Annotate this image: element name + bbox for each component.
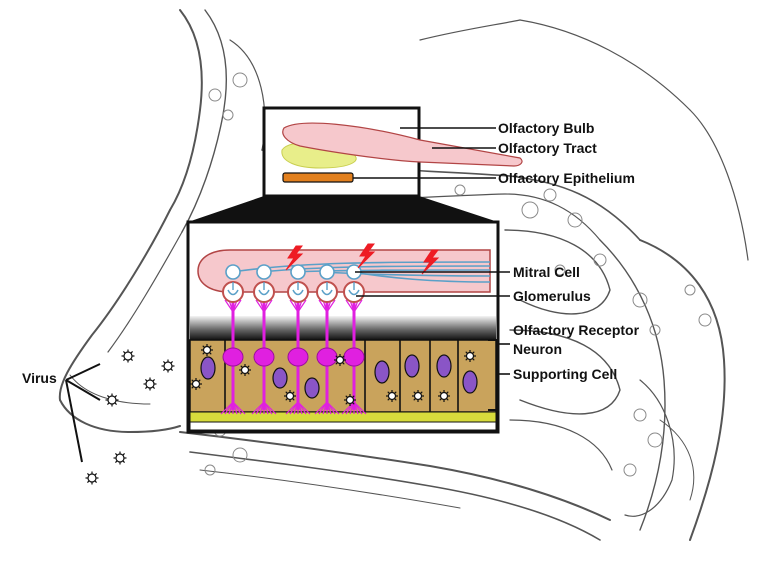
olfactory-receptor-neurons: [220, 299, 367, 415]
mitral-cell: [253, 264, 275, 303]
virus-particle-icon: [438, 390, 450, 402]
virus-particle-icon: [113, 451, 127, 465]
epithelium-virus-particles: [190, 344, 476, 406]
supporting-cell-walls: [224, 340, 459, 412]
label-olfactory-epithelium: Olfactory Epithelium: [498, 170, 635, 186]
virus-particle-icon: [344, 394, 356, 406]
label-receptor-neuron-line2: Neuron: [513, 341, 562, 357]
virus-particle-icon: [239, 364, 251, 376]
mitral-cell: [222, 264, 244, 303]
receptor-neuron: [251, 299, 277, 415]
inset-top: [262, 106, 523, 198]
virus-particle-icon: [190, 378, 202, 390]
virus-particle-icon: [121, 349, 135, 363]
label-glomerulus: Glomerulus: [513, 288, 591, 304]
lightning-bolt-icon: [357, 243, 376, 269]
mitral-cell: [287, 264, 309, 303]
bracket-epithelium: [488, 339, 499, 411]
mitral-cell: [316, 264, 338, 303]
lightning-bolt-icon: [421, 249, 440, 275]
cribriform-plate: [190, 316, 496, 340]
label-virus: Virus: [22, 370, 57, 386]
virus-particle-icon: [412, 390, 424, 402]
virus-particle-icon: [105, 393, 119, 407]
inset-connector: [188, 196, 498, 222]
label-mitral-cell: Mitral Cell: [513, 264, 580, 280]
virus-particle-icon: [464, 350, 476, 362]
virus-particle-icon: [85, 471, 99, 485]
virus-particle-icon: [161, 359, 175, 373]
mitral-cell: [343, 264, 365, 303]
mitral-glomeruli: [222, 264, 365, 303]
receptor-neuron: [220, 299, 246, 415]
virus-particle-icon: [334, 354, 346, 366]
leader-lines: [353, 127, 510, 375]
receptor-neuron: [314, 299, 340, 415]
signal-bolts: [285, 243, 440, 275]
supporting-cell-nuclei: [200, 354, 478, 399]
label-receptor-neuron-line1: Olfactory Receptor: [513, 322, 640, 338]
label-olfactory-bulb: Olfactory Bulb: [498, 120, 595, 136]
virus-pointer-lines: [65, 363, 101, 463]
virus-particle-icon: [201, 344, 213, 356]
virus-particle-icon: [386, 390, 398, 402]
inset-bottom: [186, 220, 500, 434]
virus-particle-icon: [284, 390, 296, 402]
label-olfactory-tract: Olfactory Tract: [498, 140, 597, 156]
lightning-bolt-icon: [285, 245, 304, 271]
airborne-virus-particles: [85, 349, 175, 485]
virus-particle-icon: [143, 377, 157, 391]
label-supporting-cell: Supporting Cell: [513, 366, 618, 382]
